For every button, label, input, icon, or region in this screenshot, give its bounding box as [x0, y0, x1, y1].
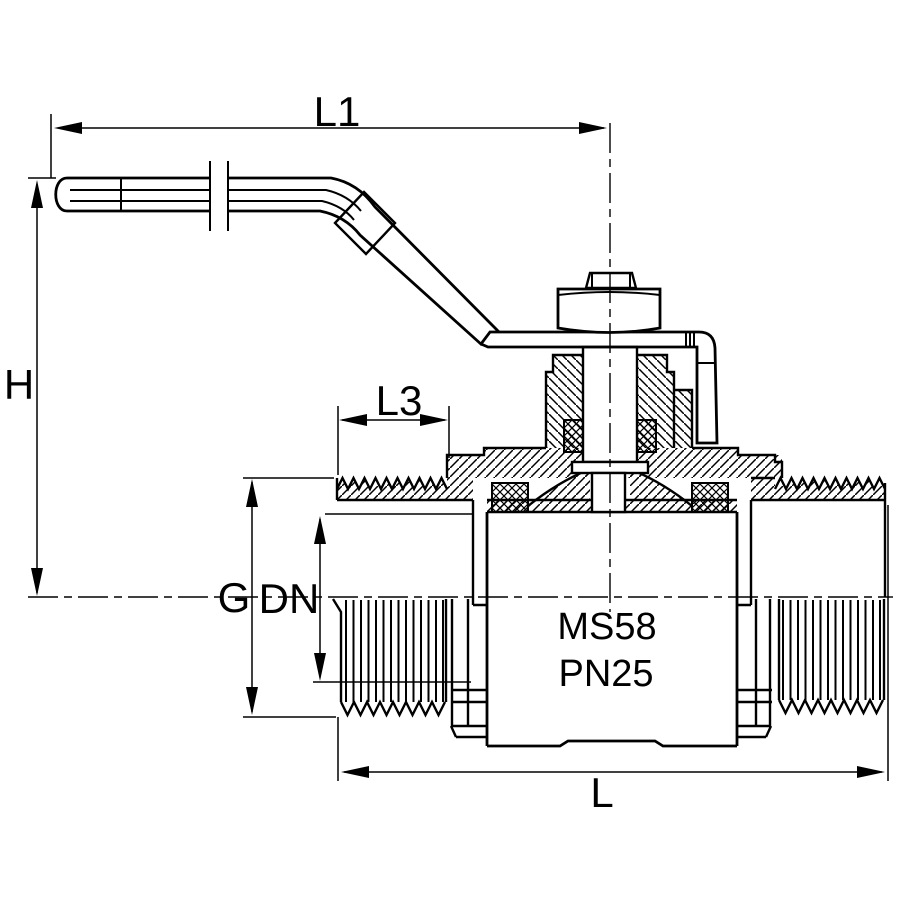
pressure-marking: PN25 — [558, 653, 653, 695]
left-thread-teeth — [335, 475, 449, 500]
left-thread-profile — [331, 598, 448, 718]
centerlines — [28, 123, 893, 612]
grip-inner-line-1 — [70, 189, 362, 212]
stem-foot — [590, 471, 627, 514]
grip-inner-line-2 — [70, 200, 355, 221]
right-thread-teeth — [751, 475, 887, 597]
bonnet-left-step — [445, 446, 546, 478]
stem-nut — [556, 271, 662, 334]
dn-extension-lines — [313, 513, 474, 683]
dimension-l: L — [337, 505, 889, 816]
dim-label-dn: DN — [259, 575, 320, 622]
left-gland-outline — [544, 353, 583, 448]
dimension-dn: DN — [259, 513, 474, 683]
l-extension-lines — [337, 505, 889, 781]
dim-label-l1: L1 — [314, 88, 361, 135]
dim-label-g: G — [218, 574, 251, 621]
handle-plate — [479, 330, 719, 445]
tailpiece-channels — [471, 500, 753, 607]
stem-top-head — [584, 271, 638, 290]
grip-end-cap — [54, 176, 68, 213]
left-thread-lines — [345, 600, 444, 702]
left-coupling — [449, 599, 487, 739]
plate-outline — [479, 330, 719, 445]
stem-top-head-chamfers — [591, 274, 631, 288]
dimension-h: H — [4, 180, 43, 596]
dimension-l3: L3 — [337, 377, 450, 475]
bonnet-right-step — [692, 446, 784, 478]
g-arrowheads — [246, 479, 258, 715]
left-packing-seal — [563, 419, 584, 453]
dim-label-l3: L3 — [376, 377, 423, 424]
dimensions: L1 H L3 G DN — [4, 88, 889, 816]
left-thread-flat-hatch — [447, 478, 473, 500]
break-symbol — [209, 161, 229, 231]
plate-details — [685, 332, 716, 364]
body-outline — [485, 512, 739, 748]
exterior-view — [331, 512, 886, 748]
grip-top-edge — [67, 176, 500, 333]
dim-label-h: H — [4, 361, 34, 408]
dimension-l1: L1 — [28, 88, 607, 179]
gland-nut — [556, 287, 662, 334]
dim-label-l: L — [590, 769, 613, 816]
handle — [54, 161, 719, 445]
right-packing-seal — [636, 419, 657, 453]
ball-left-hatch — [528, 469, 590, 506]
left-ball-seat — [491, 482, 529, 513]
right-coupling — [737, 599, 773, 739]
right-thread-lines — [782, 600, 881, 700]
section-hatching — [337, 355, 885, 513]
l1-extension-lines — [28, 114, 56, 179]
body-markings: MS58 PN25 — [557, 606, 656, 695]
dimension-g: G — [218, 477, 336, 718]
right-thread-profile — [777, 599, 886, 716]
ball-right-hatch — [630, 469, 692, 506]
material-marking: MS58 — [557, 606, 656, 648]
handle-grip — [54, 176, 500, 347]
l3-arrowheads — [339, 414, 448, 426]
g-extension-lines — [243, 477, 336, 718]
grip-bottom-edge — [67, 209, 483, 347]
l3-extension-lines — [337, 406, 450, 475]
handle-clip — [333, 190, 397, 256]
right-ball-seat — [691, 482, 729, 513]
right-gland-outline — [637, 353, 694, 448]
right-gland-step-hatch — [674, 390, 692, 448]
